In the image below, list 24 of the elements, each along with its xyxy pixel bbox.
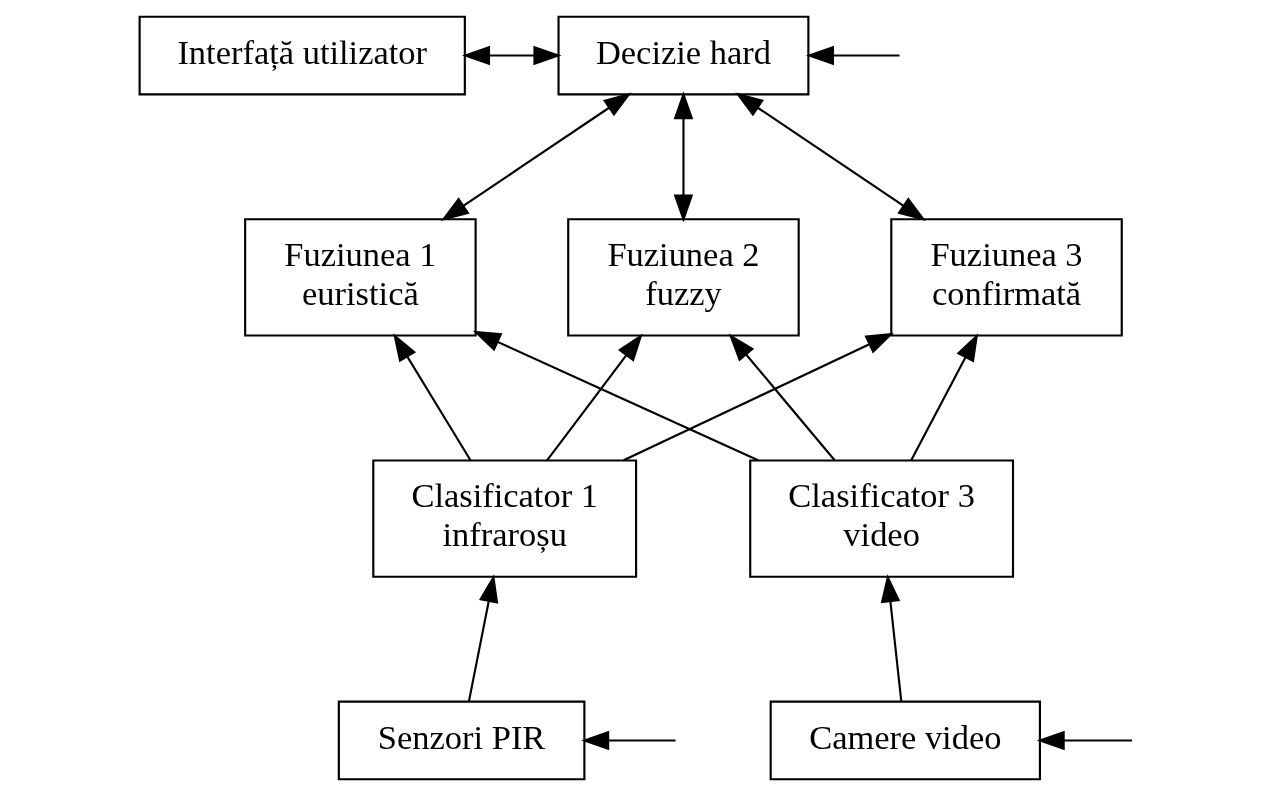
node-box: Fuziunea 2 fuzzy bbox=[567, 218, 800, 337]
arrow bbox=[462, 45, 562, 66]
arrow bbox=[910, 333, 979, 461]
node-box: Fuziunea 1 euristică bbox=[244, 218, 477, 337]
arrow bbox=[728, 333, 836, 461]
arrow bbox=[440, 92, 632, 222]
node-box: Clasificator 3 video bbox=[749, 459, 1015, 578]
arrow bbox=[735, 92, 927, 222]
arrow bbox=[880, 574, 903, 702]
arrow bbox=[393, 333, 472, 461]
arrow bbox=[472, 330, 759, 462]
node-box: Clasificator 1 infraroșu bbox=[372, 459, 638, 578]
arrow bbox=[546, 333, 643, 461]
node-box: Fuziunea 3 confirmată bbox=[890, 218, 1123, 337]
node-box: Senzori PIR bbox=[337, 700, 586, 781]
arrow bbox=[467, 574, 499, 702]
arrow bbox=[623, 332, 894, 462]
arrow bbox=[1036, 730, 1133, 751]
arrow bbox=[805, 45, 900, 66]
node-box: Interfață utilizator bbox=[138, 15, 466, 96]
node-box: Camere video bbox=[769, 700, 1041, 781]
arrow bbox=[673, 91, 694, 223]
node-box: Decizie hard bbox=[557, 15, 810, 96]
arrow bbox=[581, 730, 676, 751]
